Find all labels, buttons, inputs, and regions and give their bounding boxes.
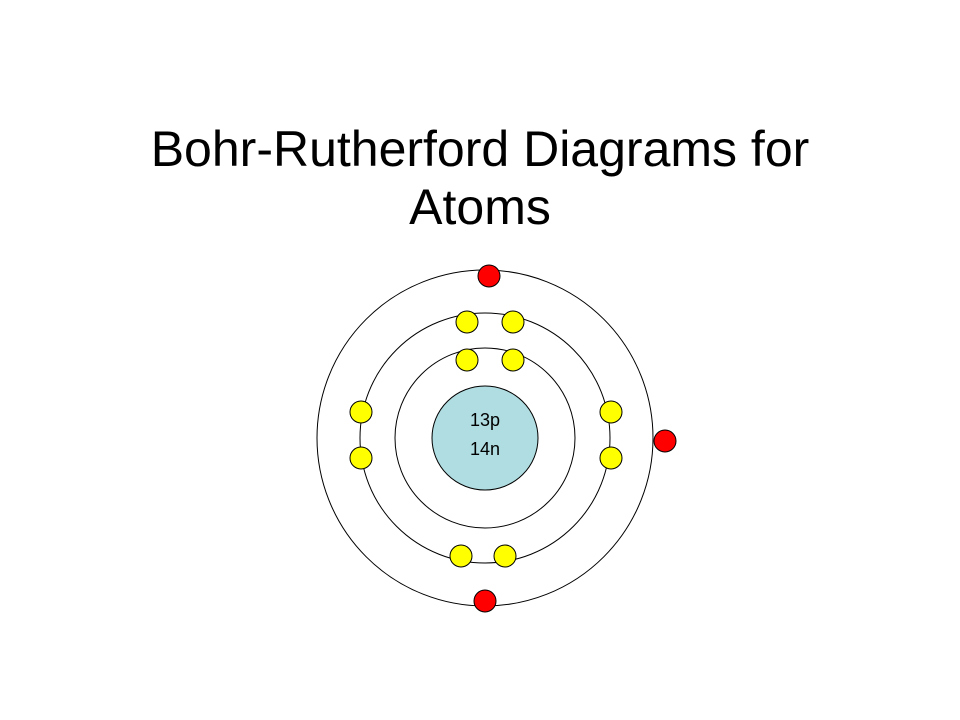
second-shell-electrons (349, 310, 623, 568)
electron (477, 264, 501, 288)
second-shell-orbit (359, 312, 611, 564)
third-shell-electrons (473, 264, 677, 613)
nucleus-neutrons-label: 14n (470, 439, 500, 459)
electron (455, 348, 479, 372)
electron (449, 544, 473, 568)
first-shell-orbit (394, 347, 576, 529)
electron (501, 348, 525, 372)
electron (349, 446, 373, 470)
electron (599, 446, 623, 470)
nucleus (431, 385, 539, 491)
electron (501, 310, 525, 334)
electron (455, 310, 479, 334)
electron (473, 589, 497, 613)
nucleus-protons-label: 13p (470, 410, 500, 430)
slide-title: Bohr-Rutherford Diagrams for Atoms (0, 120, 960, 236)
electron (493, 544, 517, 568)
electron (599, 400, 623, 424)
slide-title-line-2: Atoms (409, 179, 551, 235)
slide-title-line-1: Bohr-Rutherford Diagrams for (150, 121, 810, 177)
electron (653, 429, 677, 453)
electron (349, 400, 373, 424)
first-shell-electrons (455, 348, 525, 372)
